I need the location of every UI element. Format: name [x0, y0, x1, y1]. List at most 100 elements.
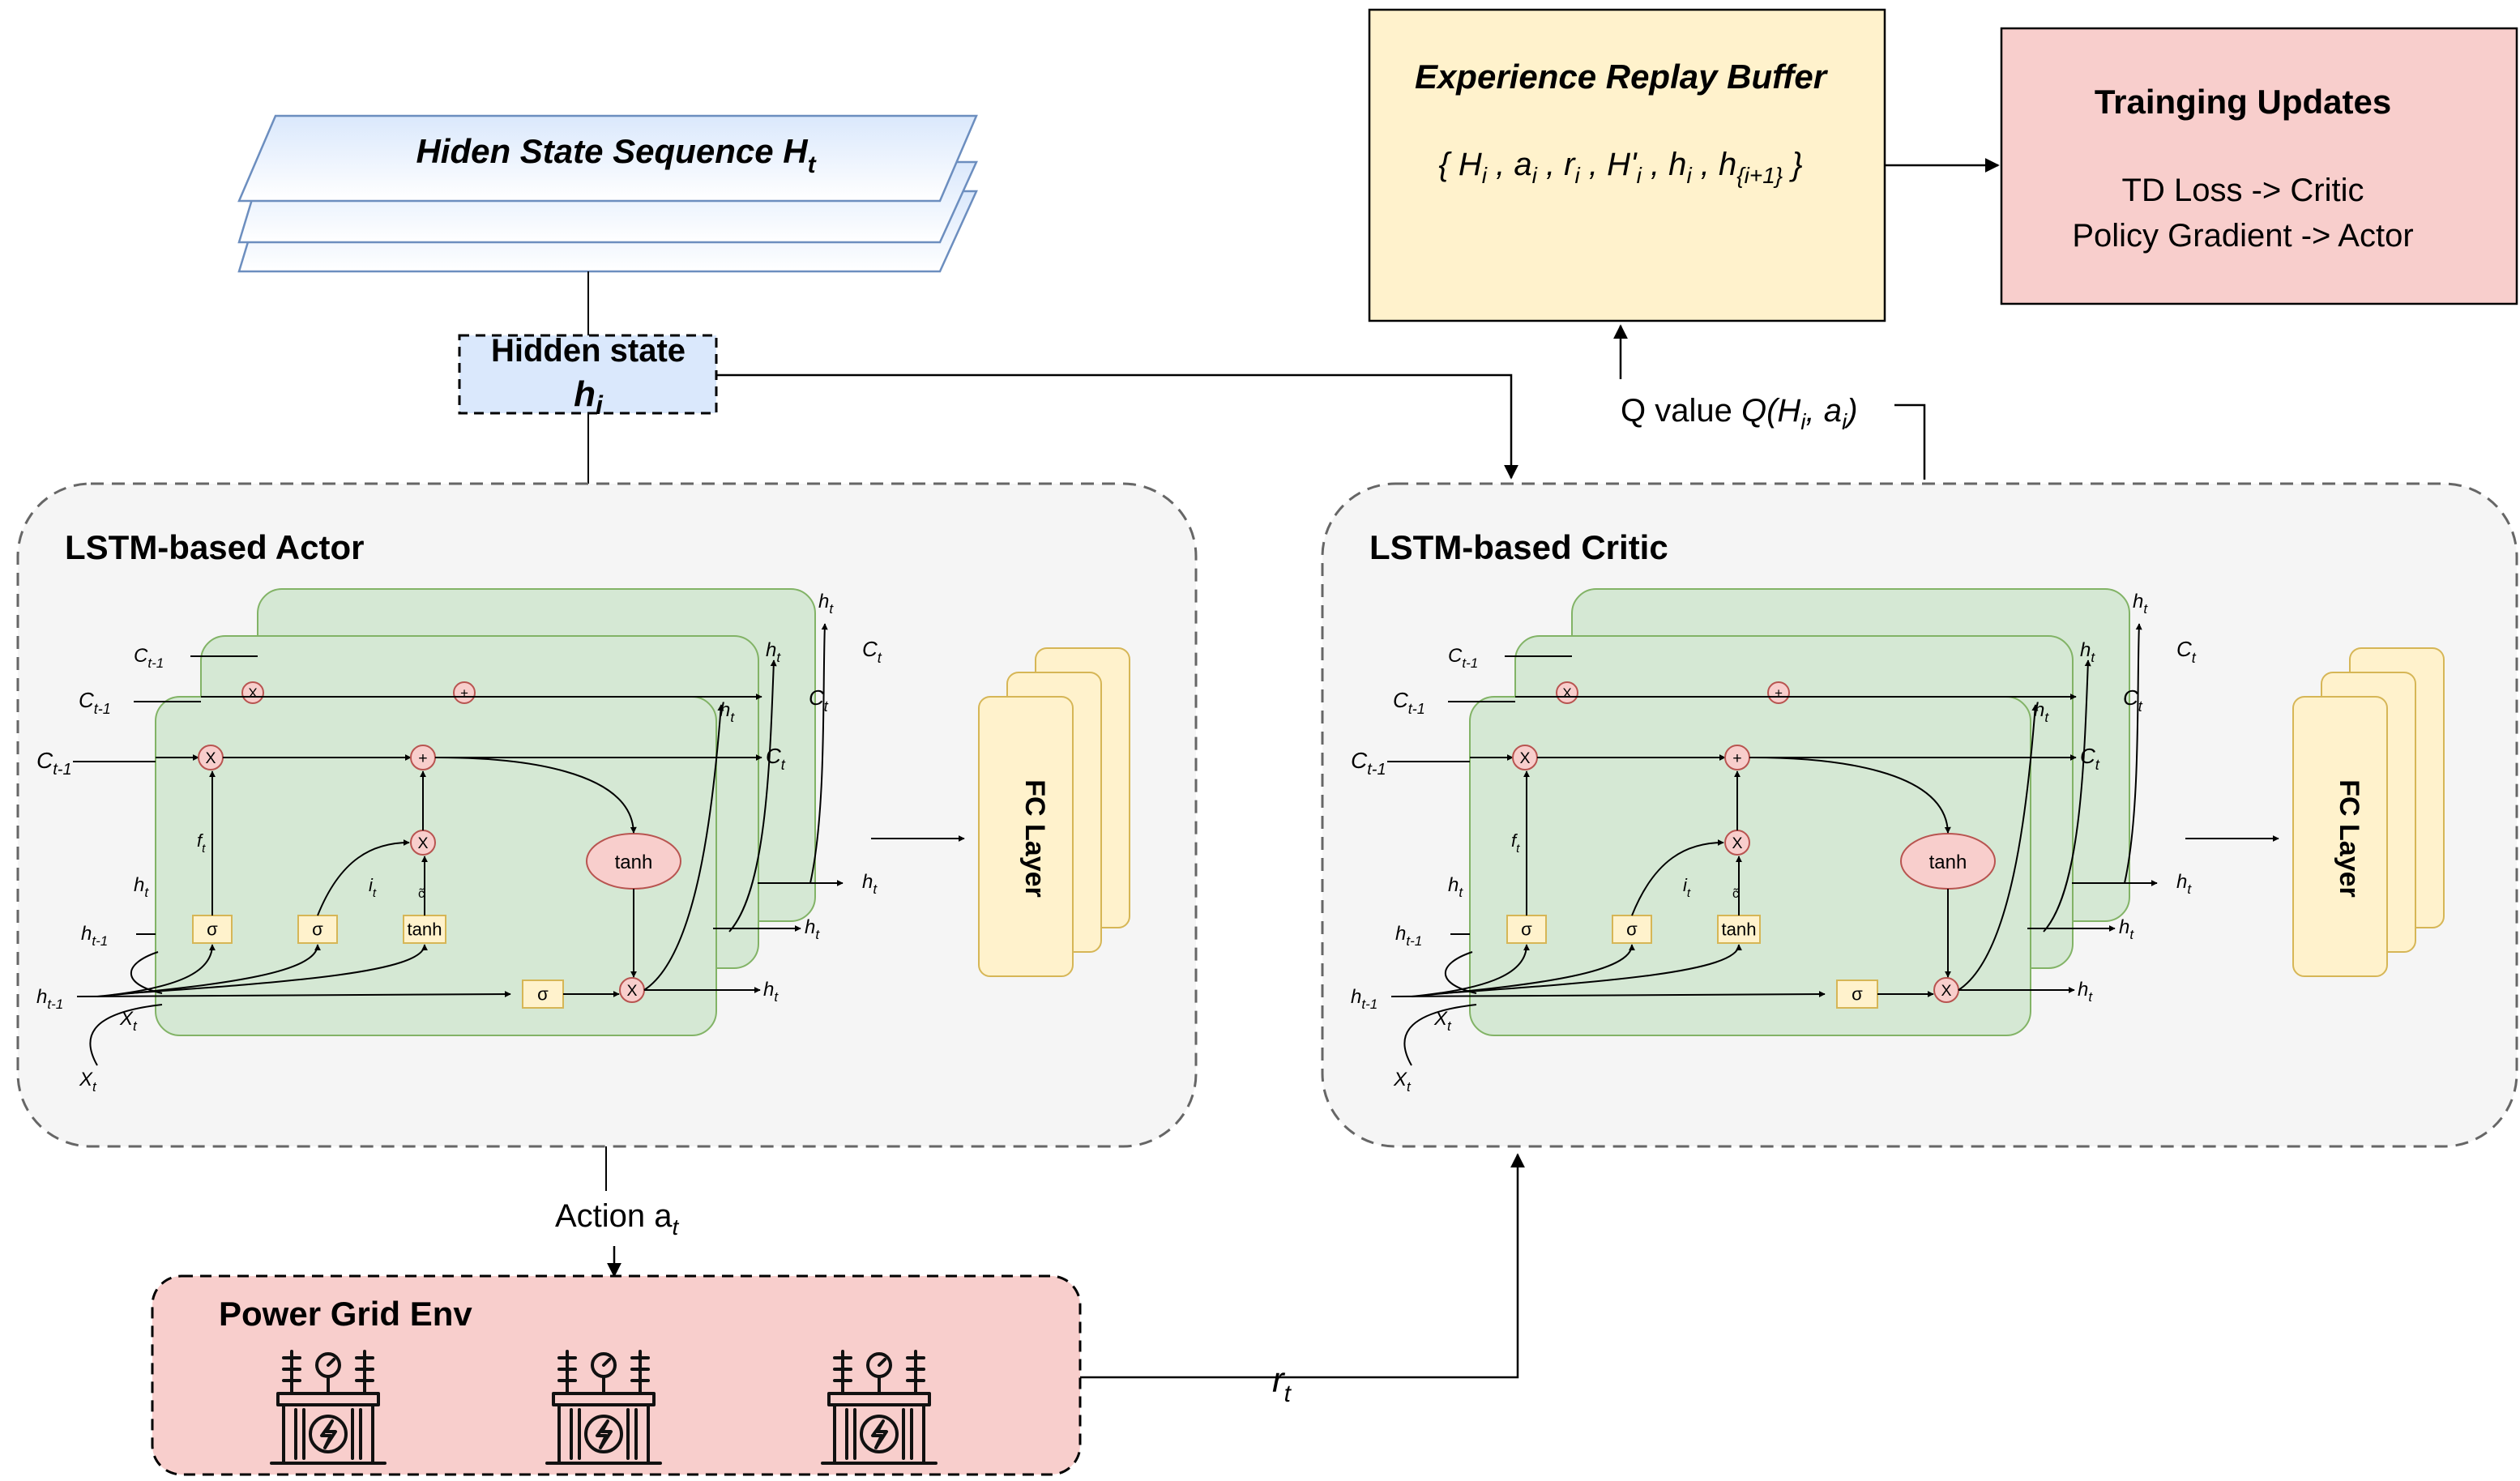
fc-layer-label: FC Layer — [2334, 779, 2364, 898]
candidate-label: c̃ — [1732, 887, 1739, 901]
h-out-label-3: ht — [2176, 871, 2192, 897]
h-up-label-2: ht — [2080, 639, 2095, 665]
svg-text:+: + — [1732, 749, 1741, 767]
h-up-label-3: ht — [818, 591, 834, 617]
forget-gate-sigma: σ — [1506, 915, 1547, 944]
svg-text:σ: σ — [1626, 919, 1638, 939]
training-policy-gradient: Policy Gradient -> Actor — [2072, 218, 2413, 254]
actor-title: LSTM-based Actor — [65, 528, 364, 566]
input-mult-op: X — [1724, 830, 1750, 856]
env-title: Power Grid Env — [219, 1295, 472, 1333]
h-t-label: ht — [134, 874, 149, 900]
mult-op-back-2: X — [241, 681, 264, 704]
hidden-state-sequence: Hiden State Sequence Ht — [237, 114, 978, 273]
plus-op-back-2: + — [1767, 681, 1790, 704]
c-prev-label-1: Ct-1 — [1351, 748, 1386, 779]
svg-text:X: X — [417, 834, 428, 852]
svg-text:X: X — [205, 749, 216, 767]
svg-text:σ: σ — [207, 919, 218, 939]
x-t-label-1: Xt — [119, 1008, 138, 1034]
h-out-label-3: ht — [862, 871, 878, 897]
input-mult-op: X — [410, 830, 436, 856]
mult-op-back-2: X — [1556, 681, 1578, 704]
c-t-label-2: Ct — [809, 685, 829, 715]
svg-text:+: + — [418, 749, 427, 767]
hidden-state-box: Hidden state hi — [458, 333, 718, 420]
h-out-label-1: ht — [763, 979, 779, 1005]
input-plus-op: + — [410, 745, 436, 770]
forget-gate-sigma: σ — [192, 915, 233, 944]
c-t-label-3: Ct — [2176, 637, 2197, 666]
h-up-1 — [1958, 704, 2039, 991]
input-label: it — [369, 875, 377, 900]
hidden-state-symbol: h — [574, 374, 596, 414]
h-up-label-2: ht — [766, 639, 781, 665]
plus-op-back-2: + — [453, 681, 476, 704]
h-up-3 — [2124, 623, 2142, 884]
x-t-label-2: Xt — [79, 1069, 97, 1095]
hidden-seq-label: Hiden State Sequence H — [416, 132, 809, 170]
svg-text:+: + — [460, 685, 468, 701]
output-mult-op: X — [619, 977, 645, 1003]
h-to-candidate — [1443, 944, 1742, 994]
forget-mult-op: X — [1512, 745, 1538, 770]
output-mult-op: X — [1933, 977, 1959, 1003]
h-input-loop — [130, 951, 163, 994]
c-prev-label-2: Ct-1 — [79, 688, 111, 717]
h-up-3 — [809, 623, 828, 884]
forget-label: ft — [197, 830, 206, 856]
x-input-line — [89, 1004, 163, 1066]
h-up-label-1: ht — [720, 699, 735, 725]
input-to-mult — [1631, 839, 1724, 916]
transformer-icon — [270, 1350, 387, 1465]
svg-text:X: X — [1519, 749, 1530, 767]
svg-text:+: + — [1775, 685, 1783, 701]
output-gate-sigma: σ — [1836, 980, 1878, 1009]
svg-text:σ: σ — [1521, 919, 1532, 939]
q-value-line — [1894, 403, 1926, 480]
h-up-2 — [2043, 659, 2091, 933]
reward-label: rt — [1272, 1360, 1292, 1407]
training-updates-box: Trainging Updates TD Loss -> Critic Poli… — [2000, 27, 2518, 305]
svg-text:σ: σ — [537, 984, 549, 1004]
svg-text:tanh: tanh — [615, 851, 653, 873]
q-value-label: Q value Q(Hi, ai) — [1621, 393, 1858, 434]
training-title: Trainging Updates — [2095, 83, 2391, 121]
input-plus-op: + — [1724, 745, 1750, 770]
cell-to-tanh — [1751, 757, 1951, 834]
x-t-label-1: Xt — [1433, 1008, 1452, 1034]
fc-layer: FC Layer — [978, 647, 1130, 977]
svg-text:X: X — [248, 685, 257, 701]
transformer-icon — [545, 1350, 662, 1465]
cell-tanh-op: tanh — [586, 833, 681, 890]
forget-label: ft — [1511, 830, 1520, 856]
c-t-label-2: Ct — [2123, 685, 2143, 715]
h-up-label-1: ht — [2034, 699, 2049, 725]
h-prev-line-2 — [76, 991, 511, 998]
action-label: Action at — [555, 1198, 680, 1240]
input-gate-sigma: σ — [297, 915, 338, 944]
svg-text:X: X — [1941, 982, 1951, 1000]
h-t-label: ht — [1448, 874, 1463, 900]
reward-arrow — [1080, 1153, 1525, 1379]
h-prev-line-2 — [1390, 991, 1826, 998]
c-t-label-3: Ct — [862, 637, 882, 666]
svg-text:tanh: tanh — [1721, 919, 1756, 939]
h-out-label-2: ht — [805, 916, 820, 942]
hidden-seq-sub: t — [808, 152, 818, 178]
svg-text:hi: hi — [574, 374, 604, 420]
cell-to-tanh — [437, 757, 637, 834]
hidden-state-sub: i — [596, 391, 604, 420]
h-out-label-2: ht — [2119, 916, 2134, 942]
critic-title: LSTM-based Critic — [1369, 528, 1668, 566]
svg-text:σ: σ — [312, 919, 323, 939]
transformer-icon — [821, 1350, 938, 1465]
c-prev-label-3: Ct-1 — [1448, 645, 1478, 671]
svg-text:X: X — [1732, 834, 1742, 852]
h-up-label-3: ht — [2133, 591, 2148, 617]
fc-layer: FC Layer — [2292, 647, 2445, 977]
x-input-line — [1403, 1004, 1477, 1066]
c-prev-label-2: Ct-1 — [1393, 688, 1425, 717]
